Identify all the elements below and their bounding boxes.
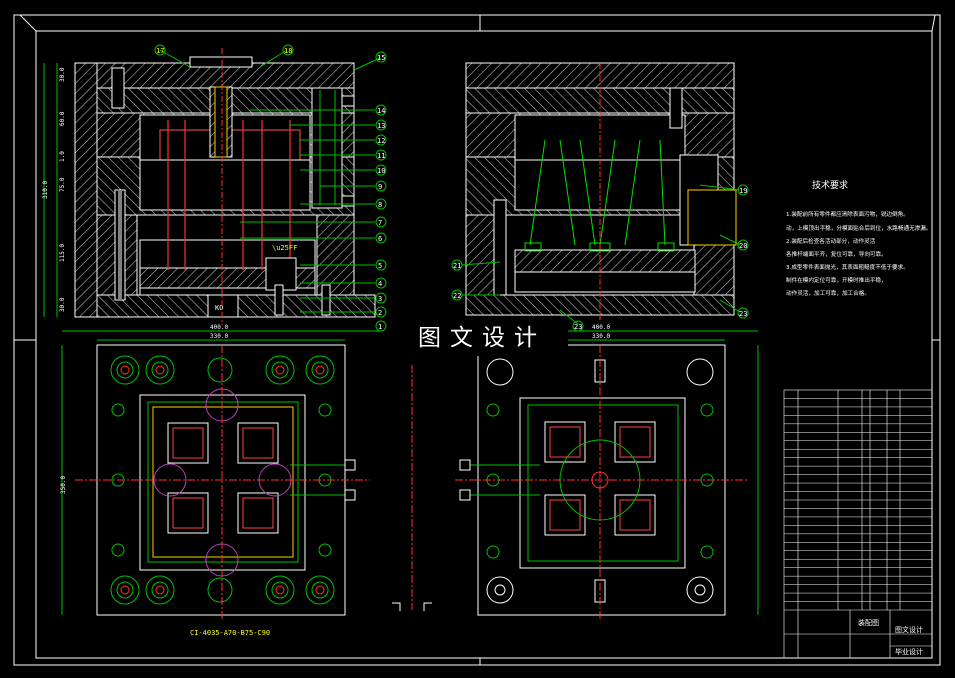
tech-line: 各推杆端面平齐，复位可靠，导向可靠。	[786, 252, 887, 258]
svg-text:30.0: 30.0	[59, 67, 66, 82]
section-view-right: 19 20 21 22 23 23	[451, 62, 749, 332]
svg-text:\u25FF: \u25FF	[272, 244, 297, 252]
tech-line: 2.装配后检查各活动部分，动作灵活	[786, 239, 876, 245]
svg-text:17: 17	[156, 47, 164, 55]
svg-text:8: 8	[378, 201, 382, 209]
svg-text:330.0: 330.0	[592, 333, 610, 340]
mold-base-code: CI-4035-A70-B75-C90	[190, 629, 270, 637]
drawing-frame	[13, 14, 941, 666]
title-block-brand: 图文设计	[895, 625, 923, 634]
svg-text:10: 10	[377, 167, 385, 175]
title-block	[784, 609, 932, 658]
svg-text:7: 7	[378, 219, 382, 227]
svg-text:6: 6	[378, 235, 382, 243]
svg-text:12: 12	[377, 137, 385, 145]
parts-list	[783, 389, 933, 659]
section-view-left: \u25FF KO 30.0 60.0 1.0 75.0 115.0 30.0 …	[42, 44, 387, 332]
dim-height: 350.0	[60, 476, 67, 494]
svg-text:23: 23	[574, 323, 582, 331]
plan-view-right: 400.0 330.0	[392, 324, 759, 620]
svg-text:115.0: 115.0	[59, 244, 66, 262]
tech-line: 制件在模内定位可靠，开模时推出平稳，	[786, 278, 887, 284]
svg-text:1.0: 1.0	[59, 151, 66, 162]
svg-text:1: 1	[378, 323, 382, 331]
tech-line: 动，上模顶出平稳，分模面贴合后到位，水路畅通无渗漏。	[786, 226, 932, 232]
svg-text:20: 20	[739, 242, 747, 250]
tech-line: 动作灵活，加工可靠，加工合格。	[786, 291, 870, 297]
title-block-drawing-name: 装配图	[858, 618, 879, 627]
title-block-project: 毕业设计	[895, 647, 923, 656]
svg-text:30.0: 30.0	[59, 297, 66, 312]
svg-text:19: 19	[739, 187, 747, 195]
svg-text:14: 14	[377, 107, 385, 115]
ko-label: KO	[215, 304, 223, 312]
svg-text:9: 9	[378, 183, 382, 191]
svg-text:75.0: 75.0	[59, 177, 66, 192]
svg-text:22: 22	[453, 292, 461, 300]
svg-text:2: 2	[378, 309, 382, 317]
dim-width-inner: 330.0	[210, 333, 228, 340]
tech-line: 3.成型零件表面抛光，其表面粗糙度不低于要求。	[786, 265, 909, 271]
svg-text:18: 18	[284, 47, 292, 55]
svg-text:400.0: 400.0	[592, 324, 610, 331]
dim-width-outer: 400.0	[210, 324, 228, 331]
svg-text:13: 13	[377, 122, 385, 130]
left-stack-dims: 30.0 60.0 1.0 75.0 115.0 30.0 310.0	[42, 67, 66, 312]
svg-text:15: 15	[377, 54, 385, 62]
svg-text:5: 5	[378, 262, 382, 270]
svg-text:11: 11	[377, 152, 385, 160]
tech-requirements-title: 技术要求	[812, 181, 849, 191]
svg-text:3: 3	[378, 295, 382, 303]
plan-view-left: 400.0 330.0 350.0	[60, 324, 380, 637]
left-callouts: 17 18 15 14 13 12 11 10 9 8 7 6 5 4 3 2 …	[154, 44, 387, 332]
svg-text:310.0: 310.0	[42, 181, 49, 199]
svg-text:4: 4	[378, 280, 382, 288]
watermark-text: 图文设计	[396, 320, 568, 356]
parts-list-rows	[784, 398, 932, 602]
right-callouts: 19 20 21 22 23 23	[451, 184, 749, 332]
tech-line: 1.装配前所有零件都应清除表面污物，锐边倒角。	[786, 212, 909, 218]
svg-text:23: 23	[739, 310, 747, 318]
svg-text:60.0: 60.0	[59, 111, 66, 126]
svg-text:21: 21	[453, 262, 461, 270]
